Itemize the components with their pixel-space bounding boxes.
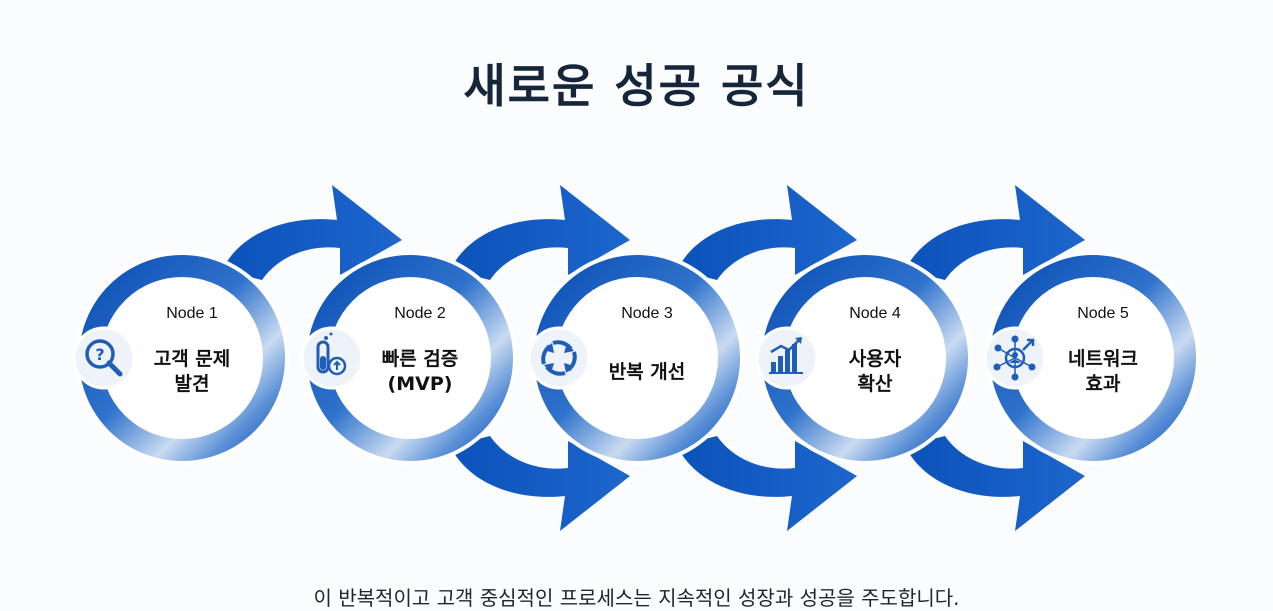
top-arrow-2 <box>450 185 630 280</box>
bottom-arrow-4 <box>905 436 1085 531</box>
top-arrow-4 <box>905 185 1085 280</box>
node-label-2: Node 2 <box>394 305 446 322</box>
top-arrow-3 <box>677 185 857 280</box>
node-label-1: Node 1 <box>166 305 218 322</box>
growth-chart-icon <box>769 337 803 374</box>
node-ring-4 <box>755 251 972 465</box>
node-text-line: 반복 개선 <box>608 360 686 383</box>
node-ring-1 <box>72 251 289 465</box>
node-text-line: 네트워크 <box>1068 348 1138 370</box>
page-title: 새로운 성공 공식 <box>463 59 810 113</box>
node-text-3: 반복 개선 <box>587 360 707 385</box>
node-text-line: 빠른 검증 <box>381 348 459 370</box>
top-arrow-1 <box>222 185 402 280</box>
cycle-arrows-icon <box>541 340 577 376</box>
search-question-icon: ? <box>85 339 123 377</box>
node-text-line: 효과 <box>1085 373 1121 395</box>
node-text-line: 사용자 <box>848 348 902 370</box>
node-text-2: 빠른 검증 (MVP) <box>360 347 480 397</box>
caption: 이 반복적이고 고객 중심적인 프로세스는 지속적인 성장과 성공을 주도합니다… <box>313 586 960 610</box>
node-text-line: 발견 <box>174 373 210 395</box>
bottom-arrow-2 <box>450 436 630 531</box>
node-text-line: 확산 <box>857 373 893 395</box>
node-text-line: 고객 문제 <box>153 348 231 370</box>
node-ring-3 <box>527 251 744 465</box>
node-label-3: Node 3 <box>621 305 673 322</box>
node-text-line: (MVP) <box>387 373 453 395</box>
bottom-arrow-3 <box>677 436 857 531</box>
network-people-icon <box>993 335 1036 381</box>
svg-text:?: ? <box>95 345 104 364</box>
node-label-5: Node 5 <box>1077 305 1129 322</box>
test-tube-icon <box>316 332 347 376</box>
node-label-4: Node 4 <box>849 305 901 322</box>
node-ring-5 <box>983 251 1200 465</box>
